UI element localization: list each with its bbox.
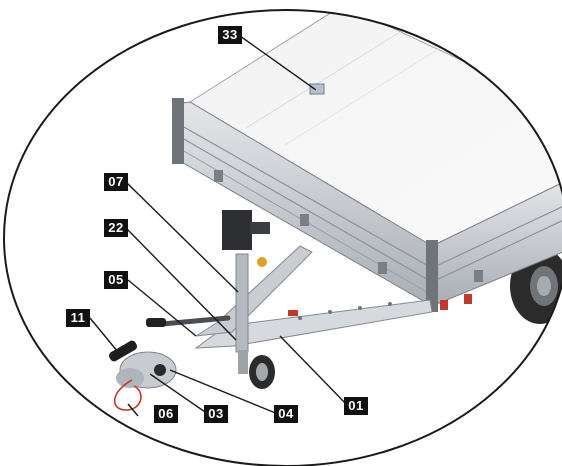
- leader-lines: [89, 35, 349, 417]
- callout-01: 01: [344, 397, 368, 415]
- callout-03: 03: [204, 405, 228, 423]
- callout-07: 07: [104, 173, 128, 191]
- oval-frame: [3, 9, 562, 466]
- callout-33: 33: [218, 26, 242, 44]
- jockey-wheel: [235, 253, 275, 389]
- coupling-head: [108, 340, 177, 389]
- drawbar-left: [195, 245, 313, 337]
- callout-11: 11: [66, 309, 90, 327]
- callout-04: 04: [274, 405, 298, 423]
- brake-mechanism: [222, 210, 270, 267]
- handbrake-lever: [146, 315, 231, 327]
- callout-06: 06: [154, 405, 178, 423]
- callout-22: 22: [104, 219, 128, 237]
- callout-05: 05: [104, 271, 128, 289]
- breakaway-cable: [113, 379, 142, 411]
